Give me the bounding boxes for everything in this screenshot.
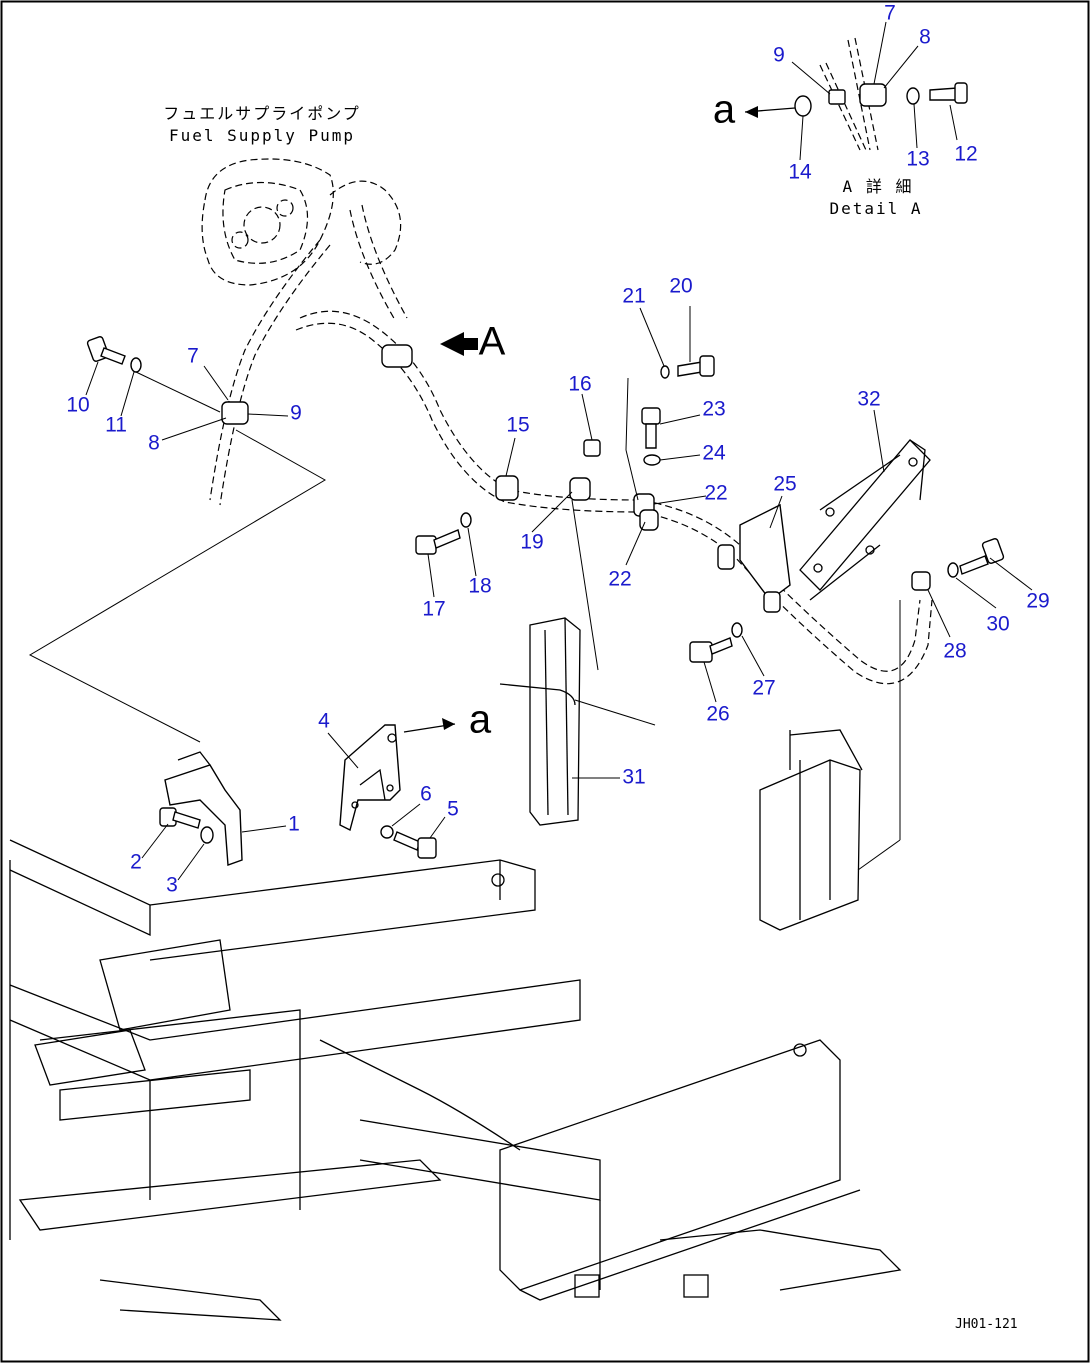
pump-label-jp: フュエルサプライポンプ — [163, 104, 361, 123]
callout-2: 2 — [130, 851, 142, 874]
callout-12: 12 — [954, 143, 977, 166]
detail-label-jp: A 詳 細 — [843, 177, 914, 196]
fuel-hoses — [209, 204, 933, 685]
bracket-31 — [499, 377, 656, 826]
detail-label-en: Detail A — [829, 199, 922, 218]
callout-6: 6 — [420, 783, 432, 806]
detail-a-group: a A 詳 細 Detail A — [713, 21, 968, 218]
callout-15: 15 — [506, 414, 529, 437]
clamp-a — [381, 344, 413, 368]
pump-label-en: Fuel Supply Pump — [169, 126, 355, 145]
callout-detail-8: 8 — [919, 26, 931, 49]
callout-28: 28 — [943, 640, 966, 663]
callout-26: 26 — [706, 703, 729, 726]
callout-24: 24 — [702, 442, 726, 465]
callout-4: 4 — [318, 710, 330, 733]
hose-clamps-middle — [415, 355, 1005, 663]
callout-10: 10 — [66, 394, 89, 417]
callout-3: 3 — [166, 874, 178, 897]
callout-14: 14 — [788, 161, 812, 184]
callout-1: 1 — [288, 813, 300, 836]
callout-31: 31 — [622, 766, 645, 789]
callout-32: 32 — [857, 388, 880, 411]
callout-29: 29 — [1026, 590, 1049, 613]
view-arrow-letter: A — [479, 320, 506, 364]
callout-22-right: 22 — [704, 482, 727, 505]
reference-letter-a-top: a — [713, 88, 736, 132]
callout-11: 11 — [105, 414, 127, 437]
callout-5: 5 — [447, 798, 459, 821]
leader-lines — [141, 306, 1033, 881]
fuel-supply-pump: フュエルサプライポンプ Fuel Supply Pump — [163, 104, 402, 286]
callout-8: 8 — [148, 432, 160, 455]
drawing-id: JH01-121 — [955, 1317, 1018, 1332]
callout-22-lower: 22 — [608, 568, 631, 591]
clamp-group-left — [28, 336, 326, 743]
callout-7: 7 — [187, 345, 199, 368]
callout-13: 13 — [906, 148, 929, 171]
callout-30: 30 — [986, 613, 1009, 636]
bracket-1 — [159, 751, 243, 866]
callout-18: 18 — [468, 575, 491, 598]
reference-letter-a-bottom: a — [469, 698, 492, 742]
bracket-4: a — [339, 698, 492, 859]
callout-27: 27 — [752, 677, 775, 700]
callout-20: 20 — [669, 275, 692, 298]
callout-25: 25 — [773, 473, 796, 496]
callout-19: 19 — [520, 531, 543, 554]
callout-detail-7: 7 — [884, 2, 896, 25]
callout-16: 16 — [568, 373, 591, 396]
frame-bracket-right — [759, 600, 901, 931]
callout-23: 23 — [702, 398, 725, 421]
callout-numbers: 7 8 9 12 13 14 10 11 7 8 9 15 16 17 18 1… — [66, 2, 1049, 897]
callout-detail-9: 9 — [773, 44, 785, 67]
callout-21: 21 — [622, 285, 645, 308]
chassis-frame — [9, 839, 902, 1321]
callout-9: 9 — [290, 402, 302, 425]
callout-17: 17 — [422, 598, 445, 621]
bracket-32 — [799, 439, 931, 601]
view-arrow-icon — [440, 332, 478, 356]
